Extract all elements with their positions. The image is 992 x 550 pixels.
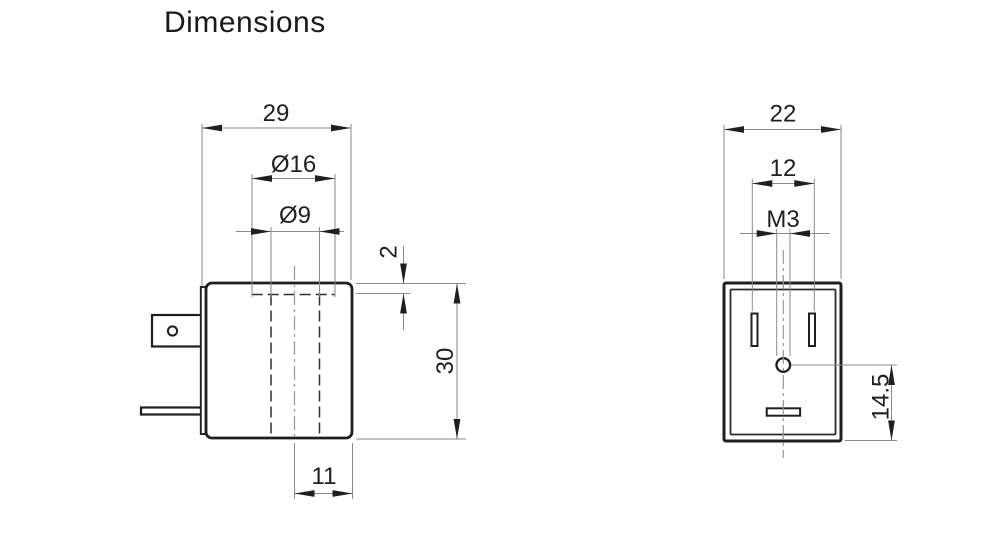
page-title: Dimensions — [164, 6, 326, 39]
arrowhead — [794, 180, 815, 187]
arrowhead — [790, 230, 810, 237]
side-view-body — [139, 266, 354, 440]
arrowhead — [319, 228, 340, 235]
arrowhead — [752, 180, 773, 187]
lower-pin — [139, 406, 204, 416]
dim-label-12: 12 — [770, 155, 797, 182]
arrowhead — [400, 293, 407, 314]
dim-label-11: 11 — [312, 463, 337, 490]
dim-thread-size: M3 — [740, 206, 830, 356]
front-view: 22 12 M3 — [722, 101, 897, 458]
arrowhead — [252, 175, 272, 182]
dim-overall-width: 29 — [201, 100, 352, 286]
arrowhead — [332, 490, 353, 497]
terminal-slot-right — [808, 312, 816, 347]
dim-label-14-5: 14.5 — [868, 374, 895, 421]
terminal-hole — [166, 325, 179, 337]
arrowhead — [294, 490, 315, 497]
arrowhead — [331, 124, 351, 132]
arrowhead — [453, 419, 461, 439]
dim-thread-to-bottom: 14.5 — [791, 364, 897, 441]
dim-bore-diameter: Ø9 — [236, 202, 344, 297]
arrowhead — [888, 365, 895, 385]
dim-label-2: 2 — [376, 245, 403, 258]
dim-label-d9: Ø9 — [279, 202, 311, 229]
arrowhead — [756, 230, 777, 237]
dim-boss-height: 2 — [356, 245, 466, 330]
side-view: 29 Ø16 Ø9 — [139, 100, 466, 499]
arrowhead — [315, 175, 335, 182]
arrowhead — [888, 420, 895, 441]
dim-label-d16: Ø16 — [271, 151, 316, 178]
dim-overall-height: 30 — [356, 283, 466, 440]
dim-terminal-spacing: 12 — [751, 155, 815, 311]
dim-label-30: 30 — [432, 348, 459, 375]
terminal-slot-left — [750, 312, 759, 347]
coil-body — [204, 281, 354, 440]
dim-label-29: 29 — [263, 100, 290, 127]
arrowhead — [821, 126, 841, 133]
arrowhead — [453, 283, 461, 304]
dim-connector-width: 22 — [723, 101, 842, 279]
front-view-body — [722, 250, 843, 458]
arrowhead — [724, 126, 744, 133]
dim-boss-diameter: Ø16 — [251, 151, 336, 297]
dim-label-m3: M3 — [766, 206, 799, 233]
arrowhead — [251, 228, 271, 235]
arrowhead — [202, 124, 222, 132]
dim-bore-offset: 11 — [294, 443, 353, 499]
dim-label-22: 22 — [770, 101, 797, 128]
arrowhead — [400, 263, 407, 284]
